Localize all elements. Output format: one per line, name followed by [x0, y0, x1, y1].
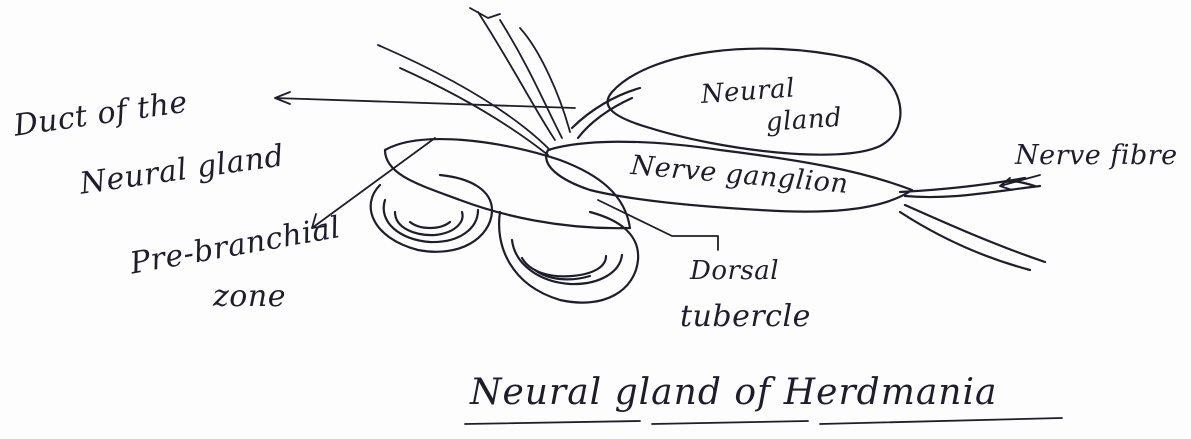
neural-gland-duct — [572, 88, 640, 138]
label-dorsal: Dorsal — [690, 258, 779, 284]
label-tubercle: tubercle — [680, 302, 811, 332]
nerve-fibre-upper — [378, 8, 570, 155]
label-neural-gland: Neural — [700, 75, 796, 108]
nerve-fibre-right — [900, 178, 1045, 270]
dorsal-tubercle-left — [371, 175, 492, 252]
label-neural-gland-2: gland — [765, 105, 843, 136]
diagram-title: Neural gland of Herdmania — [470, 372, 997, 413]
pre-branchial-zone-shape — [385, 139, 630, 228]
title-underline — [465, 418, 1062, 424]
label-nerve-fibre: Nerve fibre — [1015, 142, 1178, 169]
label-pre-branchial-2: zone — [213, 282, 286, 312]
label-neural-gland-line2: gland — [765, 103, 843, 138]
pointer-dorsal-tubercle — [598, 200, 718, 250]
